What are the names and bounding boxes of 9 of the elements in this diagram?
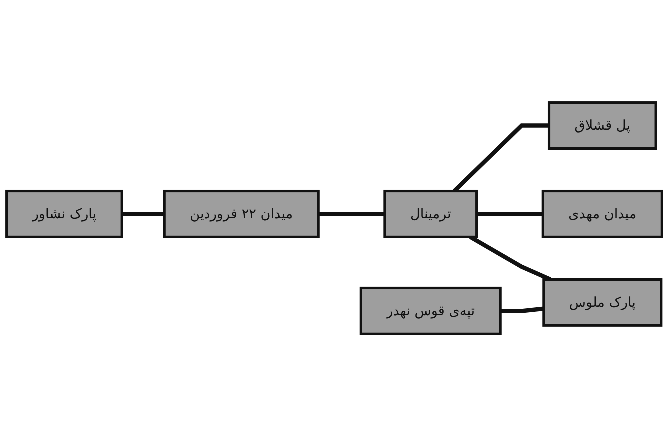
node-box: ترمینال [384, 190, 478, 238]
node-box: پل قشلاق [548, 102, 658, 150]
node-box: میدان ۲۲ فروردین [163, 190, 320, 238]
connector [476, 212, 544, 216]
connector [500, 306, 544, 314]
connector [122, 212, 165, 216]
node-box: میدان مهدی [542, 190, 664, 238]
node-box: پارک ملوس [542, 278, 663, 327]
connector [318, 212, 385, 216]
